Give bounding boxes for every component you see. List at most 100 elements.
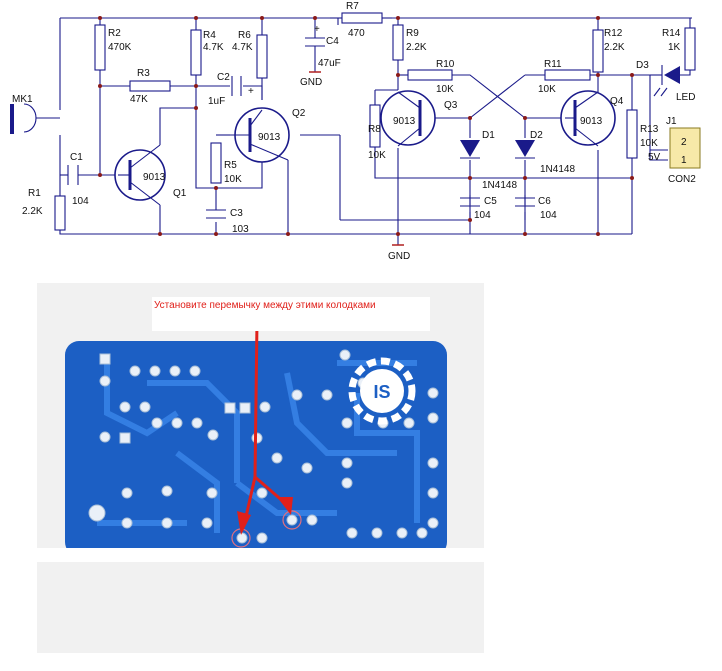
r7-label: R7 xyxy=(346,1,359,12)
ground-top: GND xyxy=(300,71,322,88)
led-label: LED xyxy=(676,92,695,103)
q3-label: Q3 xyxy=(444,100,458,111)
resistor-r9: R9 2.2K xyxy=(392,24,427,61)
capacitor-c5: C5 104 xyxy=(460,196,497,221)
circuit-schematic: MK1 R1 2.2K R2 470K R3 47K R4 4.7K R5 10… xyxy=(10,1,701,262)
j1-pin2: 2 xyxy=(681,137,687,148)
r10-value: 10K xyxy=(436,84,454,95)
q3-type: 9013 xyxy=(393,116,416,127)
gnd-bottom-label: GND xyxy=(388,251,410,262)
r9-value: 2.2K xyxy=(406,42,427,53)
r11-label: R11 xyxy=(544,59,562,70)
c6-value: 104 xyxy=(540,210,557,221)
resistor-r14: R14 1K xyxy=(662,27,696,71)
resistor-r12: R12 2.2K xyxy=(592,28,625,73)
c2-label: C2 xyxy=(217,72,230,83)
q4-type: 9013 xyxy=(580,116,603,127)
transistor-q1: 9013 Q1 xyxy=(114,144,187,206)
c1-value: 104 xyxy=(72,196,89,207)
r9-label: R9 xyxy=(406,28,419,39)
d1-value: 1N4148 xyxy=(482,180,517,191)
r12-label: R12 xyxy=(604,28,623,39)
pad-highlight-right xyxy=(282,510,302,530)
gnd-top-label: GND xyxy=(300,77,322,88)
transistor-q3: 9013 Q3 xyxy=(380,90,458,147)
c5-label: C5 xyxy=(484,196,497,207)
r6-value: 4.7K xyxy=(232,42,253,53)
c5-value: 104 xyxy=(474,210,491,221)
r1-label: R1 xyxy=(28,188,41,199)
q2-type: 9013 xyxy=(258,132,281,143)
r3-label: R3 xyxy=(137,68,150,79)
c2-value: 1uF xyxy=(208,96,225,107)
q4-label: Q4 xyxy=(610,96,624,107)
capacitor-c4: + C4 47uF xyxy=(305,24,341,69)
r14-value: 1K xyxy=(668,42,681,53)
c4-plus: + xyxy=(314,24,320,35)
gear-logo-icon: IS xyxy=(348,357,416,425)
j1-pin1: 1 xyxy=(681,155,687,166)
resistor-r8: R8 10K xyxy=(368,104,386,161)
r5-value: 10K xyxy=(224,174,242,185)
c3-value: 103 xyxy=(232,224,249,235)
j1-voltage: 5V xyxy=(648,152,661,163)
pcb-board: IS xyxy=(37,320,484,562)
callout-arrows xyxy=(237,320,293,535)
r7-value: 470 xyxy=(348,28,365,39)
c4-value: 47uF xyxy=(318,58,341,69)
resistor-r10: R10 10K xyxy=(407,59,455,95)
microphone-mk1: MK1 xyxy=(10,94,60,134)
r5-label: R5 xyxy=(224,160,237,171)
connector-j1: J1 2 1 5V CON2 xyxy=(648,116,701,185)
photo-seam xyxy=(37,548,484,562)
c2-plus: + xyxy=(248,86,254,97)
r4-value: 4.7K xyxy=(203,42,224,53)
r13-label: R13 xyxy=(640,124,659,135)
r6-label: R6 xyxy=(238,30,251,41)
con2-label: CON2 xyxy=(668,174,696,185)
transistor-q4: 9013 Q4 xyxy=(560,90,624,147)
r11-value: 10K xyxy=(538,84,556,95)
resistor-r1: R1 2.2K xyxy=(22,188,66,231)
led-d3: D3 LED xyxy=(636,60,695,103)
d2-label: D2 xyxy=(530,130,543,141)
resistor-r6: R6 4.7K xyxy=(232,30,268,79)
pcb-photo: IS Установите перемычку между этими коло… xyxy=(37,283,484,653)
resistor-r2: R2 470K xyxy=(94,24,132,71)
transistor-q2: 9013 Q2 xyxy=(230,107,306,163)
r10-label: R10 xyxy=(436,59,455,70)
pcb-pads xyxy=(88,349,439,544)
diode-d1: D1 1N4148 xyxy=(460,130,517,191)
resistor-r4: R4 4.7K xyxy=(190,29,224,76)
r1-value: 2.2K xyxy=(22,206,43,217)
r2-label: R2 xyxy=(108,28,121,39)
ground-bottom: GND xyxy=(388,244,410,262)
resistor-r11: R11 10K xyxy=(538,59,591,95)
r3-value: 47K xyxy=(130,94,148,105)
d3-label: D3 xyxy=(636,60,649,71)
r8-value: 10K xyxy=(368,150,386,161)
q1-label: Q1 xyxy=(173,188,187,199)
r2-value: 470K xyxy=(108,42,132,53)
c3-label: C3 xyxy=(230,208,243,219)
r8-label: R8 xyxy=(368,124,381,135)
jumper-instruction-text: Установите перемычку между этими колодка… xyxy=(154,300,376,311)
r14-label: R14 xyxy=(662,28,681,39)
callout-box xyxy=(152,297,430,331)
resistor-r5: R5 10K xyxy=(210,142,242,185)
resistor-r7: R7 470 xyxy=(341,1,383,39)
capacitor-c1: C1 104 xyxy=(67,152,89,207)
mk1-label: MK1 xyxy=(12,94,33,105)
c6-label: C6 xyxy=(538,196,551,207)
resistor-r13: R13 10K xyxy=(626,109,659,159)
c4-label: C4 xyxy=(326,36,339,47)
capacitor-c3: C3 103 xyxy=(206,208,249,235)
q2-label: Q2 xyxy=(292,108,306,119)
diode-d2: D2 1N4148 xyxy=(515,130,575,175)
d1-label: D1 xyxy=(482,130,495,141)
capacitor-c2: C2 1uF + xyxy=(208,72,254,107)
capacitor-c6: C6 104 xyxy=(515,196,557,221)
c1-label: C1 xyxy=(70,152,83,163)
resistor-r3: R3 47K xyxy=(129,68,171,105)
r4-label: R4 xyxy=(203,30,216,41)
